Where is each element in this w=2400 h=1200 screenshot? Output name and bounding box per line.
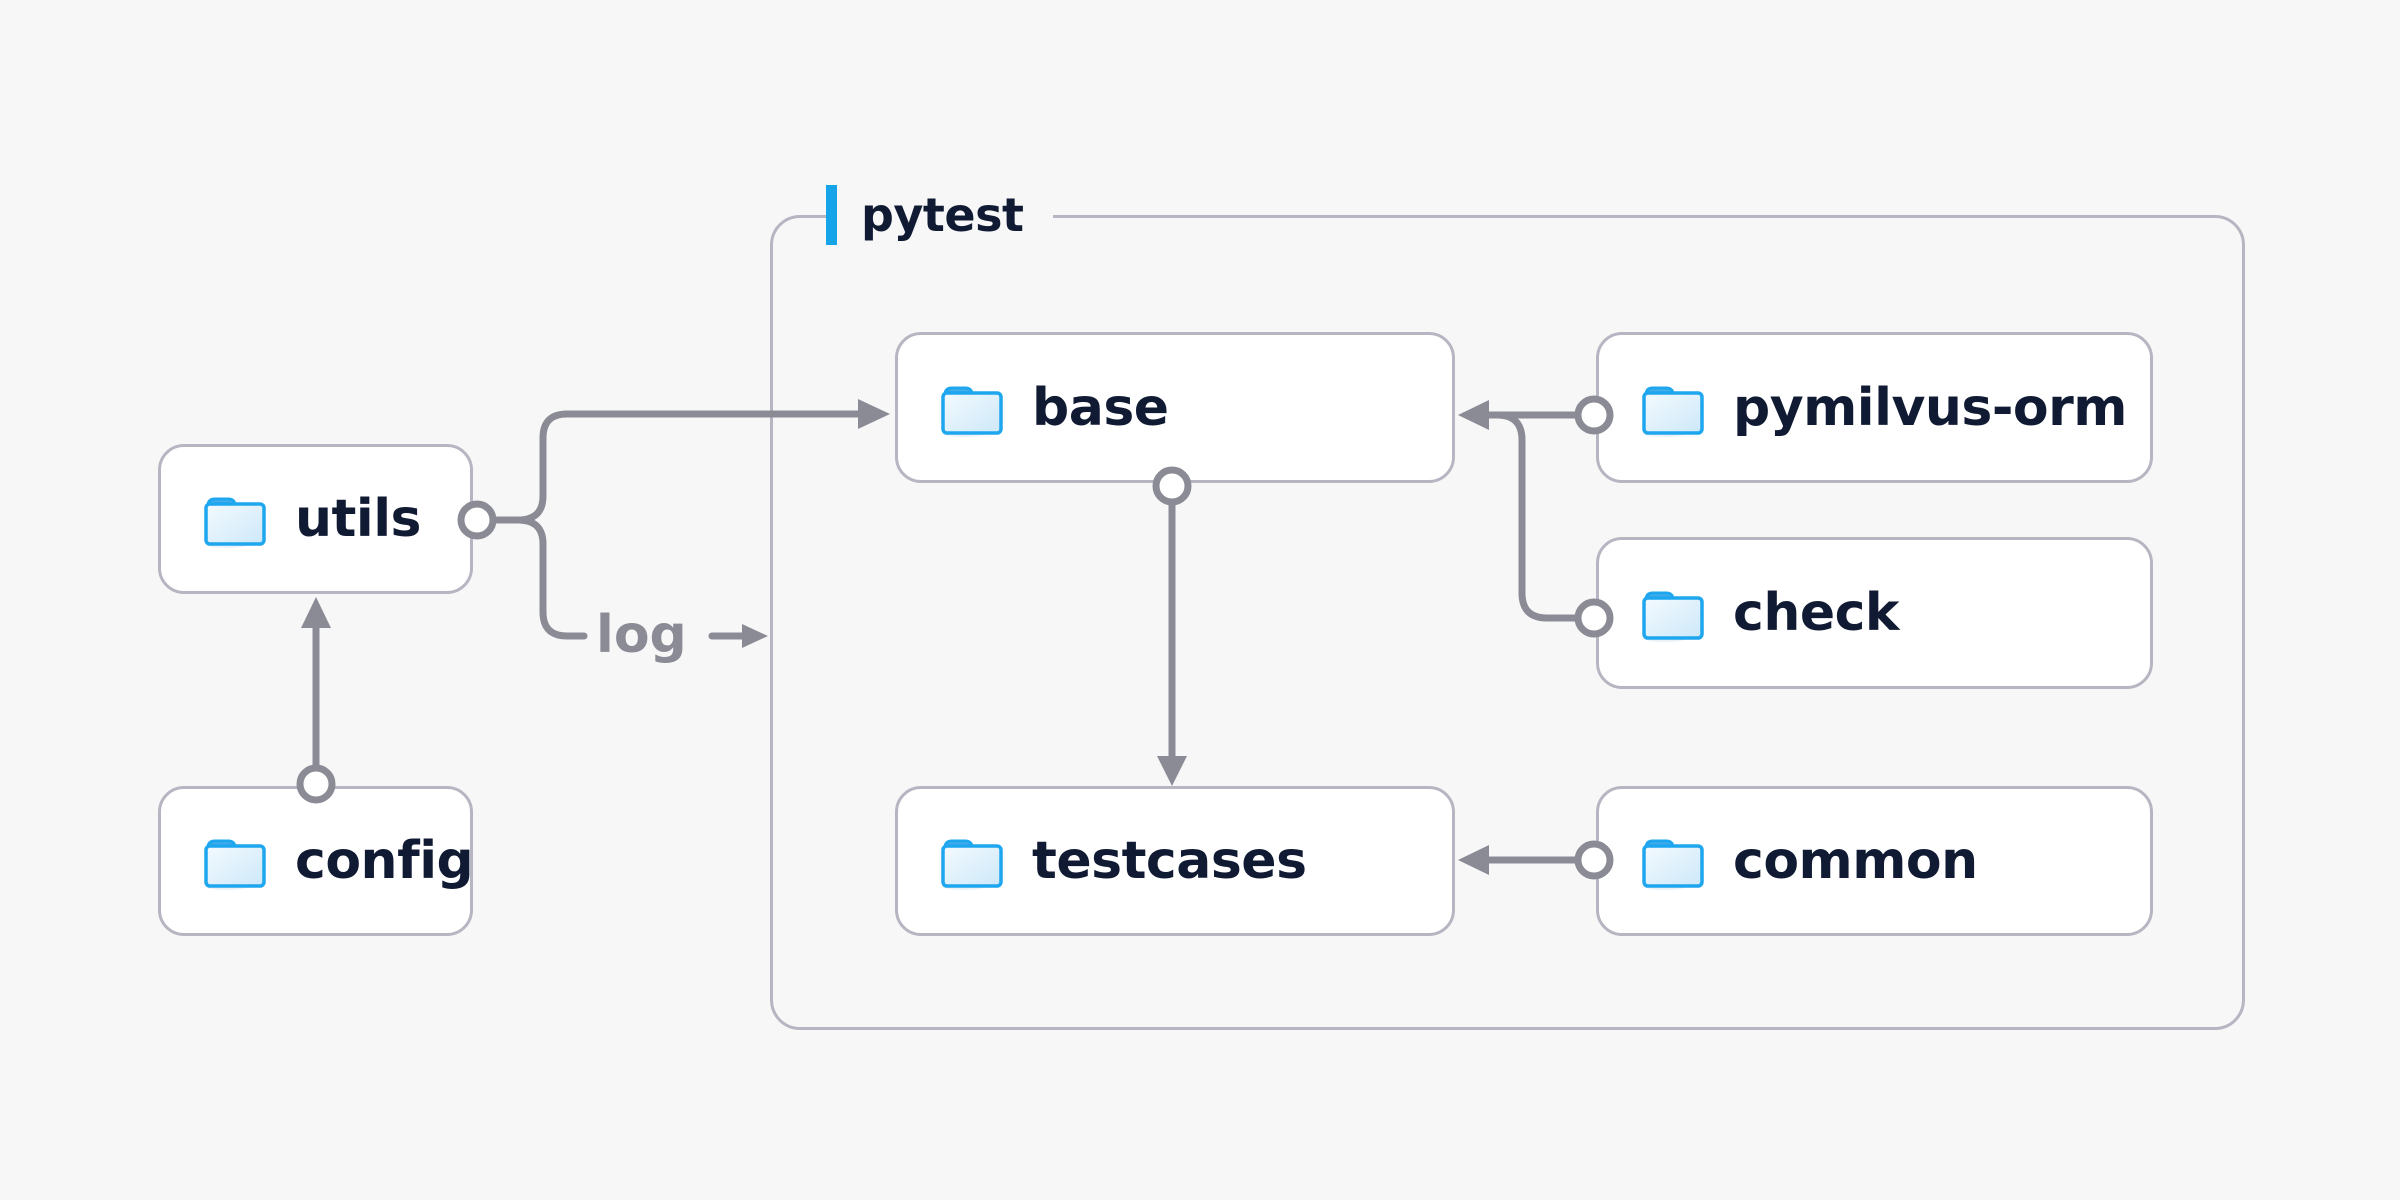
folder-icon	[1642, 839, 1704, 890]
edge-label-log: log	[596, 605, 687, 665]
folder-icon	[941, 386, 1003, 437]
node-testcases: testcases	[895, 786, 1455, 936]
node-utils: utils	[158, 444, 473, 594]
node-label: common	[1733, 831, 1978, 891]
node-common: common	[1596, 786, 2153, 936]
node-label: pymilvus-orm	[1733, 377, 2127, 438]
folder-icon	[204, 497, 266, 548]
group-title: pytest	[861, 188, 1024, 242]
accent-bar	[826, 185, 837, 245]
node-label: config	[295, 831, 474, 891]
pytest-group-container	[770, 215, 2245, 1030]
node-label: utils	[295, 489, 421, 549]
folder-icon	[941, 839, 1003, 890]
edge-utils-log	[490, 516, 588, 640]
folder-icon	[204, 839, 266, 890]
node-label: base	[1032, 377, 1169, 438]
arrowhead-log-group	[742, 624, 768, 648]
node-base: base	[895, 332, 1455, 483]
folder-icon	[1642, 386, 1704, 437]
node-pymilvus-orm: pymilvus-orm	[1596, 332, 2153, 483]
folder-icon	[1642, 591, 1704, 642]
pytest-group-label: pytest	[826, 184, 1054, 246]
node-label: testcases	[1032, 831, 1307, 891]
node-label: check	[1733, 583, 1900, 643]
node-check: check	[1596, 537, 2153, 689]
arrowhead-config-utils	[301, 597, 331, 628]
node-config: config	[158, 786, 474, 936]
